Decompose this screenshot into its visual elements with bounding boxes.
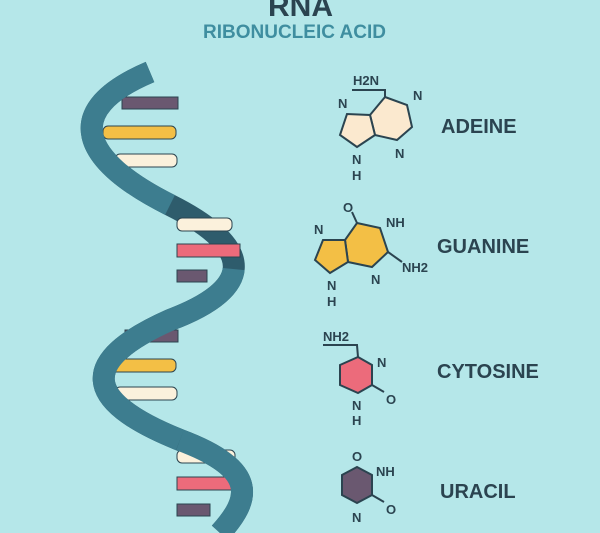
rung-adenine [176,217,233,232]
helix-backbone-front [176,429,253,533]
uracil-atom-n: N [352,510,361,525]
subtitle: RIBONUCLEIC ACID [203,22,386,43]
cytosine-molecule [323,344,385,395]
guanine-molecule [313,211,403,275]
adenine-atom-h: H [352,168,361,183]
rung-guanine [102,125,177,140]
base-label-guanine: GUANINE [437,236,529,258]
guanine-atom-n: N [314,222,323,237]
adenine-atom-n: N [395,146,404,161]
adenine-atom-n: N [338,96,347,111]
title: RNA [268,0,333,23]
uracil-atom-o: O [352,449,362,464]
rung-uracil [121,96,179,110]
rna-helix [80,61,253,533]
cytosine-atom-o: O [386,392,396,407]
cytosine-atom-h: H [352,413,361,428]
uracil-atom-o: O [386,502,396,517]
guanine-atom-nh2: NH2 [402,260,428,275]
adenine-atom-n: N [352,152,361,167]
uracil-molecule [341,465,385,505]
guanine-atom-h: H [327,294,336,309]
uracil-atom-nh: NH [376,464,395,479]
cytosine-atom-n: N [352,398,361,413]
base-label-uracil: URACIL [440,481,516,503]
cytosine-atom-nh2: NH2 [323,329,349,344]
adenine-molecule [338,89,414,149]
adenine-atom-n: N [413,88,422,103]
cytosine-atom-n: N [377,355,386,370]
rung-cytosine [176,243,241,258]
guanine-atom-nh: NH [386,215,405,230]
guanine-atom-o: O [343,200,353,215]
helix-backbone-front [80,61,175,215]
adenine-atom-h2n: H2N [353,73,379,88]
rung-uracil [176,503,211,517]
base-label-cytosine: CYTOSINE [437,361,539,383]
guanine-atom-n: N [327,278,336,293]
base-label-adenine: ADEINE [441,116,517,138]
helix-backbone-front [92,195,245,451]
guanine-atom-n: N [371,272,380,287]
rung-uracil [176,269,208,283]
